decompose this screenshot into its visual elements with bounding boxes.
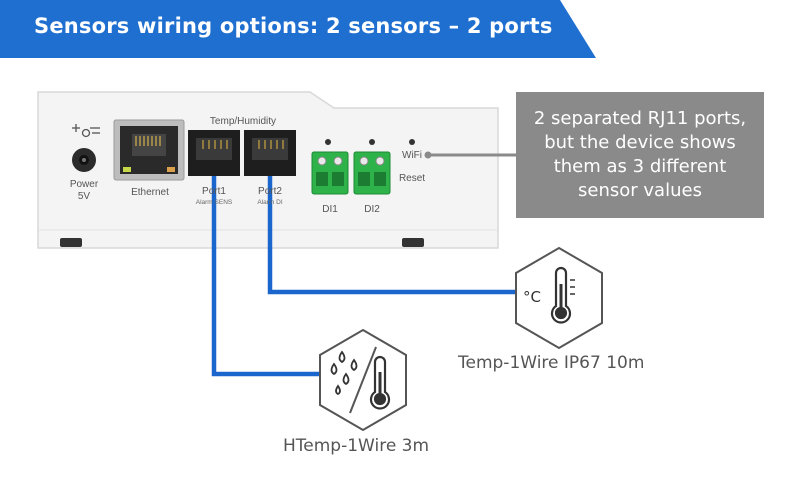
temp-humidity-label: Temp/Humidity xyxy=(210,116,276,127)
htemp-sensor-badge xyxy=(319,328,407,432)
thermometer-celsius-icon xyxy=(550,266,575,324)
cable-port1-to-htemp-sensor xyxy=(211,176,320,377)
wifi-label: WiFi xyxy=(402,150,422,161)
power-jack xyxy=(72,148,96,172)
led-wifi xyxy=(409,139,415,145)
callout-connector-dot xyxy=(424,151,432,159)
htemp-sensor-label: HTemp-1Wire 3m xyxy=(283,436,430,456)
terminal-di2 xyxy=(353,151,391,195)
led-di2 xyxy=(369,139,375,145)
cable-port2-to-temp-sensor xyxy=(267,176,515,295)
di1-label: DI1 xyxy=(322,204,338,215)
polarity-icon xyxy=(72,124,100,138)
terminal-di1 xyxy=(311,151,349,195)
reset-label: Reset xyxy=(399,173,425,184)
temp-sensor-label: Temp-1Wire IP67 10m xyxy=(458,353,645,373)
rj11-port-2 xyxy=(244,130,296,176)
ethernet-label: Ethernet xyxy=(131,187,169,198)
port2-label: Port2 xyxy=(258,186,282,197)
port1-sub-label: Alarm SENS xyxy=(196,199,233,206)
rj11-port-1 xyxy=(188,130,240,176)
celsius-symbol: °C xyxy=(523,288,541,306)
power-voltage-label: 5V xyxy=(78,191,91,202)
led-di1 xyxy=(325,139,331,145)
temp-sensor-badge: °C xyxy=(515,246,603,350)
page-title: Sensors wiring options: 2 sensors – 2 po… xyxy=(34,14,553,38)
di2-label: DI2 xyxy=(364,204,380,215)
port1-label: Port1 xyxy=(202,186,226,197)
humidity-drops-icon xyxy=(330,350,358,396)
title-banner xyxy=(0,0,596,58)
port2-sub-label: Alarm DI xyxy=(257,199,282,206)
htemp-thermometer-icon xyxy=(369,355,391,410)
callout-box: 2 separated RJ11 ports, but the device s… xyxy=(516,92,764,218)
power-label: Power xyxy=(70,179,99,190)
callout-text: 2 separated RJ11 ports, but the device s… xyxy=(533,108,747,201)
ethernet-port xyxy=(113,119,185,181)
